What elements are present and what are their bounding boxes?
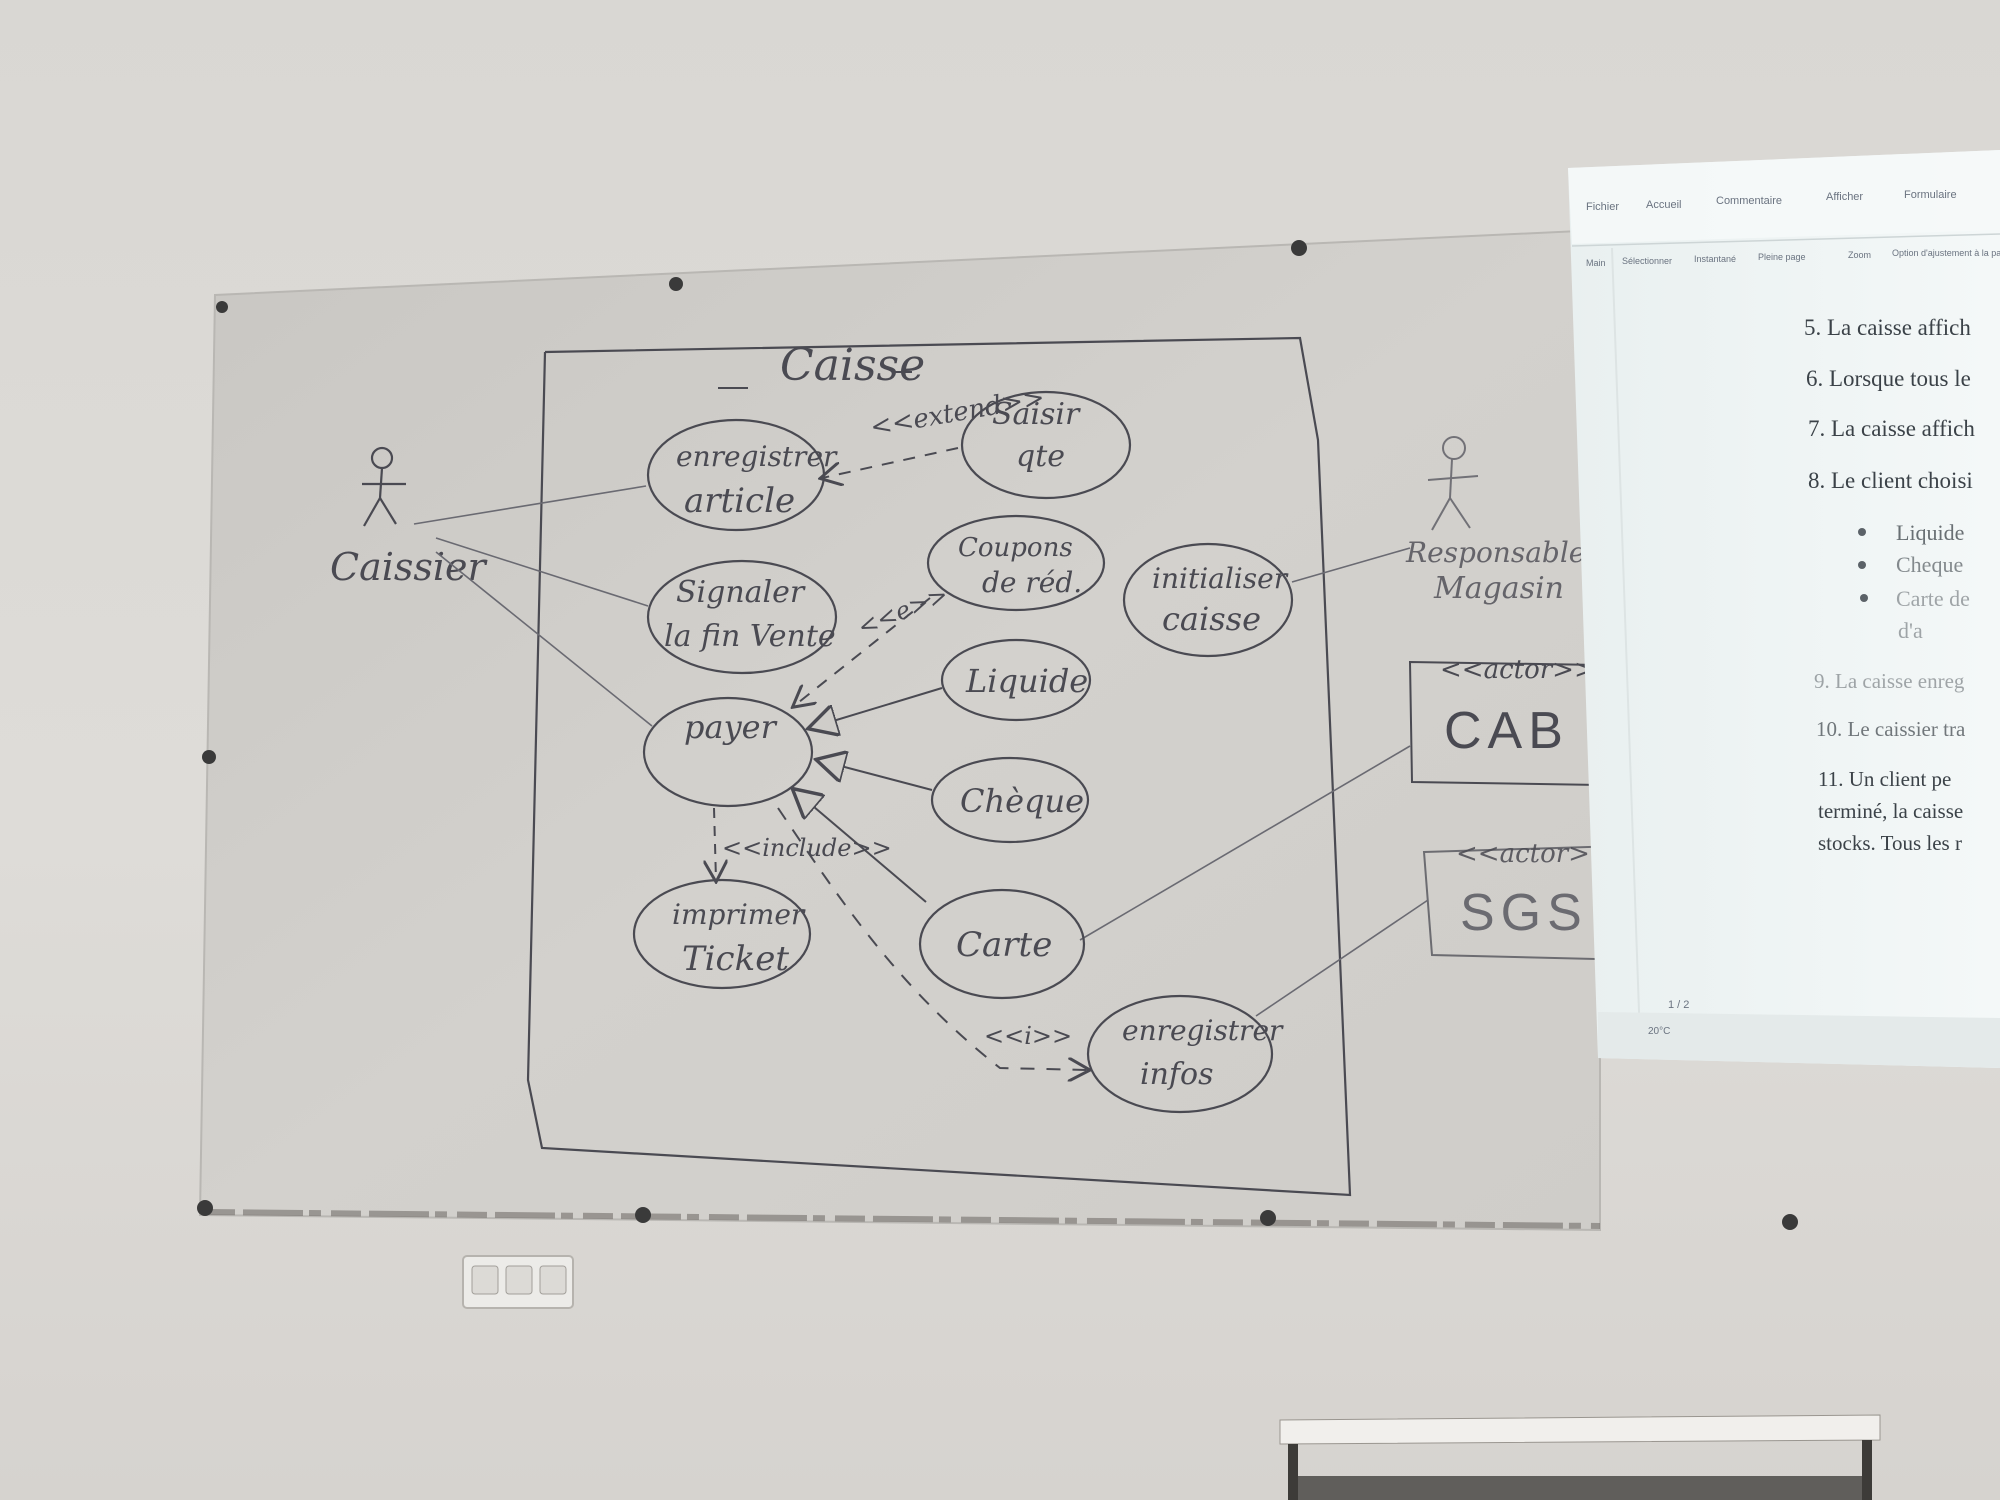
doc-para: terminé, la caisse: [1818, 799, 1963, 823]
doc-bullet: Cheque: [1896, 552, 1963, 577]
menu-afficher[interactable]: Afficher: [1826, 191, 1863, 203]
whiteboard: [197, 228, 1798, 1232]
projected-screen: [1568, 150, 2000, 1068]
uc-enregistrer-article-label: article: [684, 481, 795, 521]
actor-caissier: [362, 446, 406, 527]
doc-line: 8. Le client choisi: [1808, 468, 1973, 493]
tool-instantane[interactable]: Instantané: [1694, 254, 1736, 264]
uc-payer: [642, 696, 814, 808]
uc-carte: [918, 888, 1086, 1000]
include-label: <<include>>: [722, 834, 892, 862]
menu-accueil[interactable]: Accueil: [1646, 199, 1681, 211]
doc-line: 7. La caisse affich: [1808, 416, 1975, 441]
system-boundary: [526, 336, 1352, 1197]
menu-formulaire[interactable]: Formulaire: [1904, 189, 1957, 201]
tool-pleine-page[interactable]: Pleine page: [1758, 252, 1806, 262]
doc-para: 11. Un client pe: [1818, 767, 1951, 791]
menu-commentaire[interactable]: Commentaire: [1716, 195, 1782, 207]
pdf-menu-bar: Fichier Accueil Commentaire Afficher For…: [1586, 189, 1957, 213]
page-indicator: 1 / 2: [1668, 999, 1689, 1011]
use-case-ellipses: [632, 390, 1294, 1114]
uc-initialiser-caisse-label: caisse: [1162, 600, 1261, 638]
tool-main[interactable]: Main: [1586, 258, 1606, 268]
board-pin: [216, 301, 228, 313]
tool-selectionner[interactable]: Sélectionner: [1622, 256, 1672, 266]
uc-coupons-reduction-label: Coupons: [958, 533, 1073, 563]
actor-caissier-label: Caissier: [330, 545, 489, 589]
actor-responsable: [1427, 436, 1479, 531]
doc-line: 10. Le caissier tra: [1816, 717, 1966, 741]
board-pin: [202, 750, 216, 764]
pdf-toolbar: Main Sélectionner Instantané Pleine page…: [1586, 248, 2000, 268]
actor-cab-stereotype: <<actor>>: [1440, 655, 1596, 685]
uc-signaler-fin-vente-label: la fin Vente: [664, 619, 836, 654]
doc-bullet-cont: d'a: [1898, 618, 1923, 643]
uc-coupons-reduction: [926, 514, 1106, 612]
board-pin: [1291, 240, 1307, 256]
uc-imprimer-ticket-label: Ticket: [682, 939, 789, 979]
doc-bullet: Liquide: [1896, 520, 1964, 545]
board-pin: [197, 1200, 213, 1216]
system-title: Caisse: [780, 340, 925, 391]
use-case-labels: enregistrer article Saisir qte Signaler …: [664, 397, 1289, 1092]
uc-cheque: [930, 756, 1090, 844]
pdf-status-bar: 1 / 2 20°C: [1648, 999, 1689, 1037]
uc-imprimer-ticket-label: imprimer: [672, 898, 806, 931]
uc-enregistrer-infos-label: enregistrer: [1122, 1014, 1284, 1047]
actor-responsable-label: Magasin: [1433, 571, 1564, 606]
uc-liquide-label: Liquide: [965, 662, 1088, 700]
actor-responsable-label: Responsable: [1405, 536, 1585, 569]
uc-signaler-fin-vente: [646, 559, 838, 675]
doc-bullet: Carte de: [1896, 586, 1970, 611]
doc-line: 5. La caisse affich: [1804, 315, 1971, 340]
actor-sgs-name: SGS: [1460, 884, 1588, 942]
power-outlet: [462, 1255, 574, 1309]
uc-saisir-qte: [960, 390, 1132, 500]
board-pin: [1260, 1210, 1276, 1226]
doc-line: 9. La caisse enreg: [1814, 669, 1965, 693]
uc-payer-label: payer: [684, 708, 778, 746]
relationship-arrows: [714, 447, 1088, 1070]
board-pin: [1782, 1214, 1798, 1230]
weather-temp: 20°C: [1648, 1026, 1670, 1037]
uc-enregistrer-infos: [1086, 994, 1274, 1114]
board-pin: [669, 277, 683, 291]
pdf-document-text: 5. La caisse affich 6. Lorsque tous le 7…: [1804, 315, 1975, 855]
doc-line: 6. Lorsque tous le: [1806, 366, 1971, 391]
uc-cheque-label: Chèque: [960, 782, 1084, 820]
infos-rel-label: <<i>>: [984, 1022, 1072, 1050]
actor-sgs-stereotype: <<actor>>: [1456, 839, 1612, 869]
uc-saisir-qte-label: Saisir: [992, 397, 1081, 432]
uc-signaler-fin-vente-label: Signaler: [676, 575, 806, 610]
uc-coupons-reduction-label: de réd.: [982, 566, 1082, 599]
uc-saisir-qte-label: qte: [1016, 439, 1065, 474]
uc-carte-label: Carte: [956, 925, 1052, 965]
associations: [413, 485, 1429, 1017]
uc-liquide: [940, 638, 1092, 722]
board-pin: [635, 1207, 651, 1223]
uc-initialiser-caisse-label: initialiser: [1152, 562, 1289, 595]
doc-para: stocks. Tous les r: [1818, 831, 1962, 855]
uc-enregistrer-article-label: enregistrer: [676, 440, 838, 473]
uc-enregistrer-infos-label: infos: [1140, 1057, 1213, 1092]
table: [1279, 1414, 1881, 1500]
tool-ajustement[interactable]: Option d'ajustement à la page: [1892, 248, 2000, 258]
actor-cab-name: CAB: [1444, 702, 1569, 760]
uc-initialiser-caisse: [1122, 542, 1294, 658]
tool-zoom[interactable]: Zoom: [1848, 250, 1871, 260]
menu-fichier[interactable]: Fichier: [1586, 201, 1619, 213]
